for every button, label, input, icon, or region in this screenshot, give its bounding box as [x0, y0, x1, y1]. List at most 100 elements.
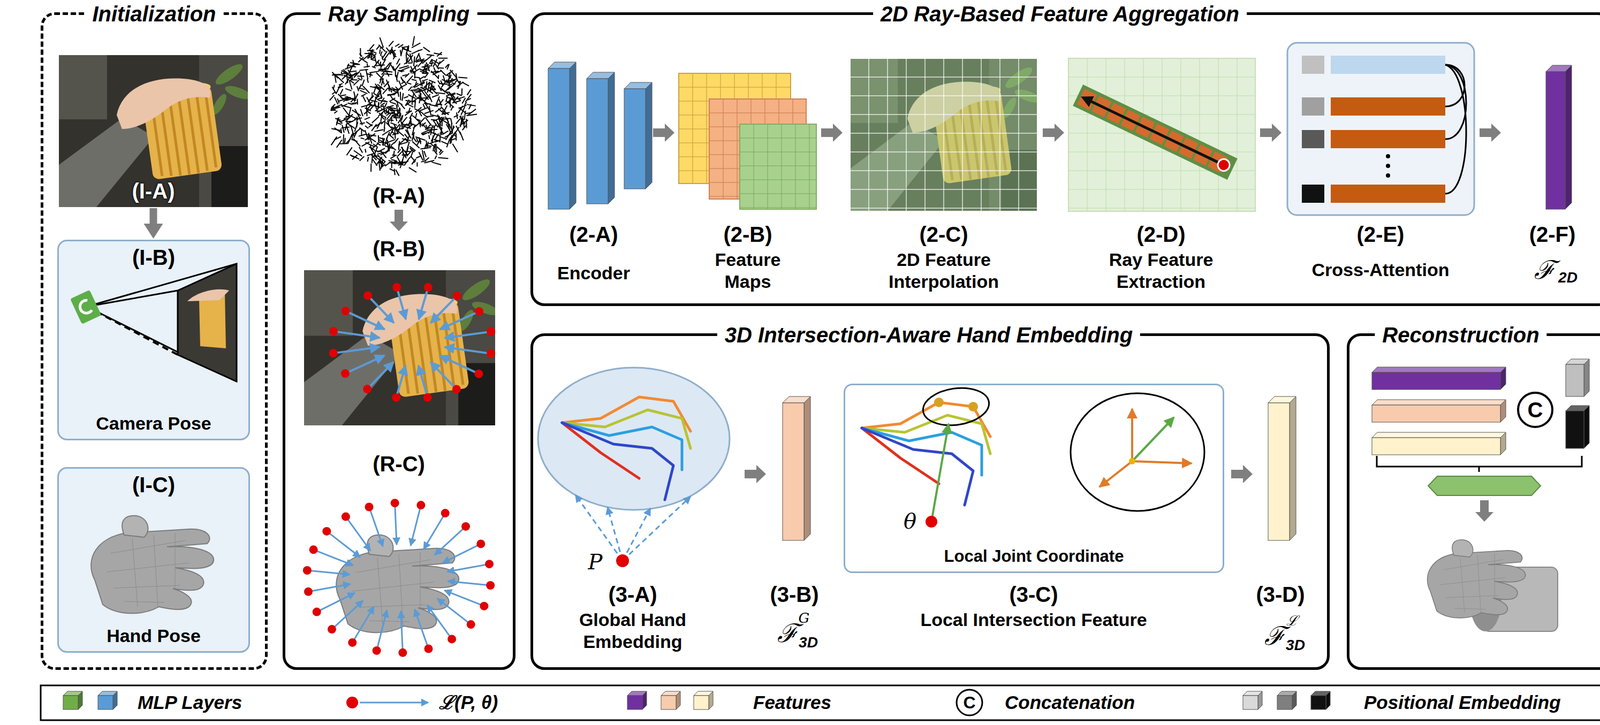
local-feature-box: Local Joint Coordinate: [843, 383, 1225, 574]
ray-segment: [339, 142, 348, 144]
ray-segment: [384, 162, 391, 167]
grid-line: [709, 112, 807, 114]
bar-front: [63, 695, 79, 710]
ray-segment: [378, 105, 384, 109]
ray-segment: [384, 146, 393, 149]
ray-segment: [386, 47, 391, 53]
bar-front: [693, 695, 709, 710]
ray-segment: [420, 147, 431, 150]
ray-segment: [409, 146, 416, 151]
figure-artwork: [1330, 184, 1446, 203]
ray-segment: [449, 93, 454, 97]
figure-artwork: [1301, 184, 1325, 203]
ray-origin: [452, 385, 461, 394]
ray-segment: [391, 48, 396, 55]
figure-artwork: [1301, 97, 1325, 116]
math-symbol: θ: [899, 508, 921, 535]
ray-segment: [369, 44, 375, 50]
ray-segment: [350, 79, 358, 81]
ray-arrow: [442, 543, 481, 563]
grid-line: [850, 207, 1038, 209]
ray-arrow: [308, 584, 351, 592]
legend-text: Positional Embedding: [1363, 691, 1561, 715]
ray-segment: [435, 92, 446, 94]
ray-segment: [404, 133, 409, 139]
ray-segment: [382, 130, 390, 136]
ray-segment: [412, 36, 415, 47]
math-symbol: 3D: [795, 633, 822, 652]
ray-segment: [391, 162, 393, 169]
ray-segment: [365, 148, 366, 153]
coordinate-axis: [1132, 417, 1174, 462]
ray-segment: [359, 156, 365, 161]
ray-segment: [468, 104, 472, 110]
ray-segment: [366, 69, 369, 80]
ray-segment: [399, 65, 409, 69]
ray-origin: [302, 566, 312, 575]
bar-side: [708, 691, 714, 710]
grid-line: [980, 58, 982, 212]
ray-origin: [398, 648, 407, 658]
ray-origin: [322, 527, 331, 536]
ray-segment: [376, 46, 380, 50]
ray-segment: [397, 149, 401, 154]
grid-line: [1236, 58, 1238, 212]
figure-artwork: [40, 685, 1600, 721]
ray-segment: [423, 150, 427, 157]
ray-segment: [353, 138, 361, 147]
ray-segment: [366, 121, 373, 126]
ray-origin: [392, 283, 401, 292]
ray-segment: [407, 123, 412, 125]
ray-segment: [461, 88, 463, 96]
ray-segment: [413, 158, 416, 164]
ray-segment: [345, 124, 350, 134]
connector-line: [149, 208, 158, 225]
panel-title: 2D Ray-Based Feature Aggregation: [873, 1, 1247, 27]
ray-segment: [372, 66, 376, 68]
ray-origin: [486, 349, 496, 359]
callout-number: (I-C): [58, 472, 249, 498]
ray-segment: [435, 107, 443, 113]
stage-caption: Local Intersection Feature: [915, 609, 1152, 632]
ray-segment: [381, 55, 383, 60]
ray-segment: [358, 87, 365, 90]
ray-segment: [433, 143, 435, 151]
stage-panel: Reconstruction: [1346, 333, 1600, 671]
legend-text: ℒ(P, θ): [438, 691, 498, 715]
ray-segment: [408, 107, 411, 113]
ray-cloud: [329, 36, 477, 177]
grid-line: [1124, 58, 1126, 212]
grid-line: [886, 58, 889, 212]
figure-artwork: [359, 702, 429, 704]
stage-caption: 2D Feature Interpolation: [858, 248, 1030, 293]
ray-segment: [359, 48, 361, 57]
ray-segment: [438, 99, 444, 106]
ray-segment: [420, 117, 426, 123]
ray-segment: [436, 146, 442, 151]
ray-segment: [429, 105, 431, 116]
ray-segment: [381, 120, 385, 125]
ray-segment: [395, 43, 400, 47]
figure-artwork: [1518, 392, 1553, 428]
ray-segment: [398, 70, 405, 72]
ray-segment: [404, 157, 411, 166]
bar-side: [645, 82, 652, 189]
global-hand-embedding: [537, 367, 1296, 568]
ray-segment: [404, 61, 409, 65]
ray-segment: [445, 116, 449, 123]
stage-caption: C: [958, 692, 981, 714]
ray-segment: [380, 51, 383, 56]
ray-segment: [369, 71, 379, 73]
ray-segment: [407, 82, 412, 85]
ray-segment: [427, 129, 438, 131]
ray-segment: [401, 122, 405, 126]
ray-segment: [378, 137, 385, 140]
ray-origin: [309, 545, 318, 555]
ray-segment: [395, 169, 399, 177]
ray-arrow: [430, 296, 458, 324]
ray-segment: [388, 133, 394, 139]
ray-arrow: [333, 331, 380, 338]
ray-segment: [426, 54, 435, 56]
ray-origin: [329, 349, 338, 358]
ray-segment: [459, 132, 464, 141]
